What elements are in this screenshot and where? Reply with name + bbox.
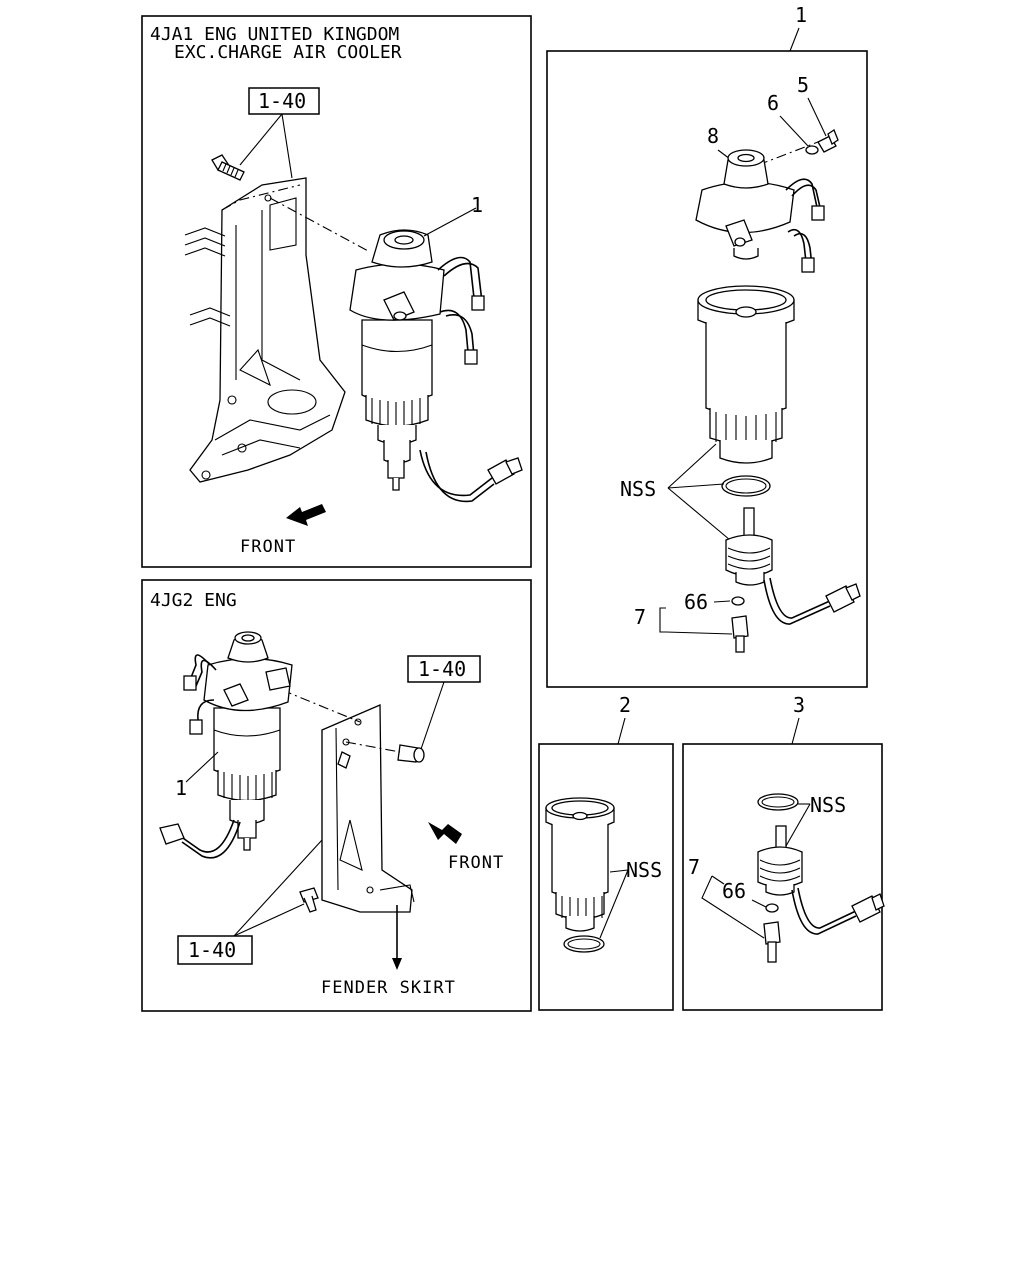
panel-4ja1-engine: 4JA1 ENG UNITED KINGDOM EXC.CHARGE AIR C… xyxy=(141,15,532,568)
bolt-icon xyxy=(211,154,245,181)
bracket-line xyxy=(701,875,765,939)
callout-8: 8 xyxy=(707,124,719,148)
callout-7: 7 xyxy=(634,605,646,629)
bolt-icon xyxy=(397,744,425,763)
mounting-bracket xyxy=(184,177,346,483)
ref-box-top-label: 1-40 xyxy=(418,657,466,681)
panel-title-line2: EXC.CHARGE AIR COOLER xyxy=(174,42,402,63)
callout-1: 1 xyxy=(175,776,187,800)
leader-line xyxy=(233,839,323,937)
leader-line xyxy=(711,875,725,885)
leader-line xyxy=(785,803,811,847)
fender-skirt-label: FENDER SKIRT xyxy=(321,978,456,998)
screw-icon xyxy=(817,129,839,153)
o-ring xyxy=(761,796,795,808)
down-arrow-icon xyxy=(392,958,402,970)
leader-line xyxy=(281,113,293,179)
mounting-centerline xyxy=(345,741,401,753)
panel-filter-assembly: 1 5 6 8 xyxy=(546,3,868,688)
filter-element xyxy=(697,285,795,464)
panel-frame xyxy=(538,743,674,1011)
o-ring xyxy=(567,938,601,950)
washer xyxy=(805,145,819,155)
mounting-centerline xyxy=(281,689,361,723)
fuel-filter-assembly xyxy=(349,229,523,503)
fuel-filter-assembly xyxy=(159,631,293,859)
callout-66: 66 xyxy=(684,590,708,614)
callout-assembly: 1 xyxy=(795,3,807,27)
leader-line xyxy=(665,631,733,635)
callout-2: 2 xyxy=(619,693,631,717)
washer xyxy=(731,596,745,606)
callout-1: 1 xyxy=(471,193,483,217)
ref-box-top xyxy=(407,655,481,683)
ref-box-bottom-label: 1-40 xyxy=(188,938,236,962)
drain-plug xyxy=(763,921,781,963)
leader-line xyxy=(751,899,767,908)
water-sensor xyxy=(757,825,885,935)
leader-line xyxy=(779,115,809,147)
panel-frame xyxy=(682,743,883,1011)
leader-line xyxy=(185,751,219,783)
callout-5: 5 xyxy=(797,73,809,97)
callout-3: 3 xyxy=(793,693,805,717)
ref-box-label: 1-40 xyxy=(258,89,306,113)
leader-line xyxy=(667,443,717,489)
callout-66: 66 xyxy=(722,879,746,903)
nss-label: NSS xyxy=(620,477,656,501)
front-arrow-icon xyxy=(428,822,462,844)
bracket-line xyxy=(659,607,666,633)
leader-line xyxy=(233,903,305,937)
front-arrow-icon xyxy=(286,504,326,526)
leader-line xyxy=(667,483,725,489)
leader-line xyxy=(807,97,827,137)
washer xyxy=(765,903,779,913)
nss-label: NSS xyxy=(810,793,846,817)
front-label: FRONT xyxy=(240,537,296,557)
o-ring xyxy=(721,475,771,497)
o-ring xyxy=(757,793,799,811)
panel-title: 4JG2 ENG xyxy=(150,590,237,611)
callout-7: 7 xyxy=(688,855,700,879)
filter-head xyxy=(695,149,825,273)
o-ring xyxy=(563,935,605,953)
panel-title-line1: 4JA1 ENG UNITED KINGDOM xyxy=(150,24,399,45)
filter-element xyxy=(545,797,615,932)
leader-line xyxy=(789,27,800,52)
panel-element-kit: 2 NSS xyxy=(538,693,674,1011)
leader-line xyxy=(791,717,800,745)
leader-line xyxy=(239,113,283,166)
callout-6: 6 xyxy=(767,91,779,115)
ref-box xyxy=(248,87,320,115)
panel-frame xyxy=(141,15,532,568)
leader-line xyxy=(599,869,629,939)
o-ring xyxy=(725,478,767,494)
bolt-icon xyxy=(299,751,351,913)
leader-line xyxy=(419,681,445,753)
nss-label: NSS xyxy=(626,858,662,882)
ref-box-bottom xyxy=(177,935,253,965)
panel-sensor-kit: 3 NSS 66 7 xyxy=(682,693,885,1011)
leader-line xyxy=(609,869,629,873)
leader-line xyxy=(423,207,477,237)
leader-line xyxy=(713,600,731,603)
panel-frame xyxy=(141,579,532,1012)
mounting-bracket xyxy=(321,704,415,913)
leader-line xyxy=(667,487,731,541)
water-sensor xyxy=(725,507,861,625)
leader-line xyxy=(617,717,626,745)
mounting-centerline xyxy=(269,197,371,253)
panel-frame xyxy=(546,50,868,688)
drain-plug xyxy=(731,615,749,653)
panel-4jg2-engine: 4JG2 ENG 1-40 xyxy=(141,579,532,1012)
front-label: FRONT xyxy=(448,853,504,873)
